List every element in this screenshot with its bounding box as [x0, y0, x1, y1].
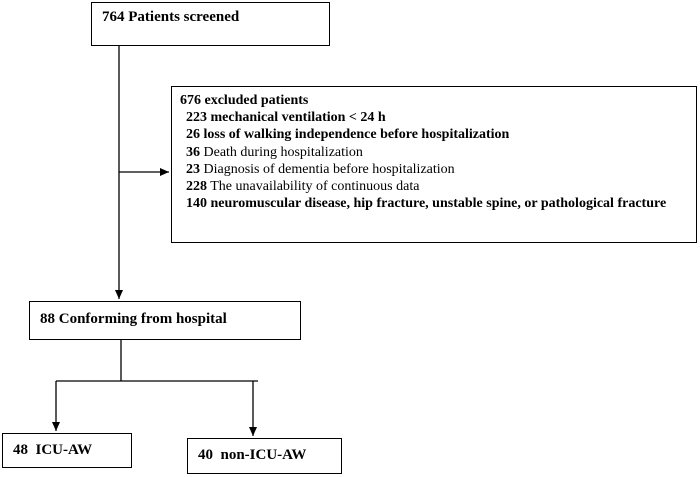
- excluded-item-death: 36 Death during hospitalization: [180, 144, 696, 161]
- excluded-item-count: 223: [186, 110, 207, 126]
- non-icu-aw-box: 40 non-ICU-AW: [187, 438, 342, 474]
- excluded-item-count: 228: [186, 179, 207, 195]
- excluded-item-count: 26: [186, 127, 200, 143]
- excluded-item-text: Death during hospitalization: [203, 144, 363, 160]
- excluded-item-text: The unavailability of continuous data: [210, 179, 420, 195]
- excluded-patients-box: 676 excluded patients 223 mechanical ven…: [171, 86, 697, 243]
- excluded-item-text: mechanical ventilation < 24 h: [210, 110, 386, 126]
- icu-aw-label: ICU-AW: [35, 442, 93, 458]
- excluded-item-text: neuromuscular disease, hip fracture, uns…: [210, 196, 667, 212]
- excluded-item-unavailable-data: 228 The unavailability of continuous dat…: [180, 178, 696, 195]
- non-icu-aw-label: non-ICU-AW: [220, 447, 307, 463]
- screened-label: Patients screened: [128, 9, 240, 25]
- excluded-item-count: 140: [186, 196, 207, 212]
- excluded-item-walking-independence: 26 loss of walking independence before h…: [180, 126, 696, 143]
- screened-count: 764: [102, 9, 125, 25]
- conforming-count: 88: [40, 311, 55, 327]
- non-icu-aw-count: 40: [198, 447, 213, 463]
- excluded-title: 676 excluded patients: [180, 93, 309, 108]
- patients-screened-box: 764 Patients screened: [91, 2, 330, 46]
- conforming-box: 88 Conforming from hospital: [29, 301, 301, 340]
- excluded-item-neuromuscular: 140 neuromuscular disease, hip fracture,…: [180, 195, 696, 212]
- excluded-item-dementia: 23 Diagnosis of dementia before hospital…: [180, 161, 696, 178]
- excluded-item-text: Diagnosis of dementia before hospitaliza…: [203, 161, 455, 177]
- excluded-item-count: 36: [186, 144, 200, 160]
- excluded-item-text: loss of walking independence before hosp…: [203, 127, 510, 143]
- excluded-item-count: 23: [186, 161, 200, 177]
- icu-aw-count: 48: [13, 442, 28, 458]
- icu-aw-box: 48 ICU-AW: [2, 433, 132, 468]
- conforming-label: Conforming from hospital: [58, 311, 227, 327]
- excluded-item-mechanical-ventilation: 223 mechanical ventilation < 24 h: [180, 109, 696, 126]
